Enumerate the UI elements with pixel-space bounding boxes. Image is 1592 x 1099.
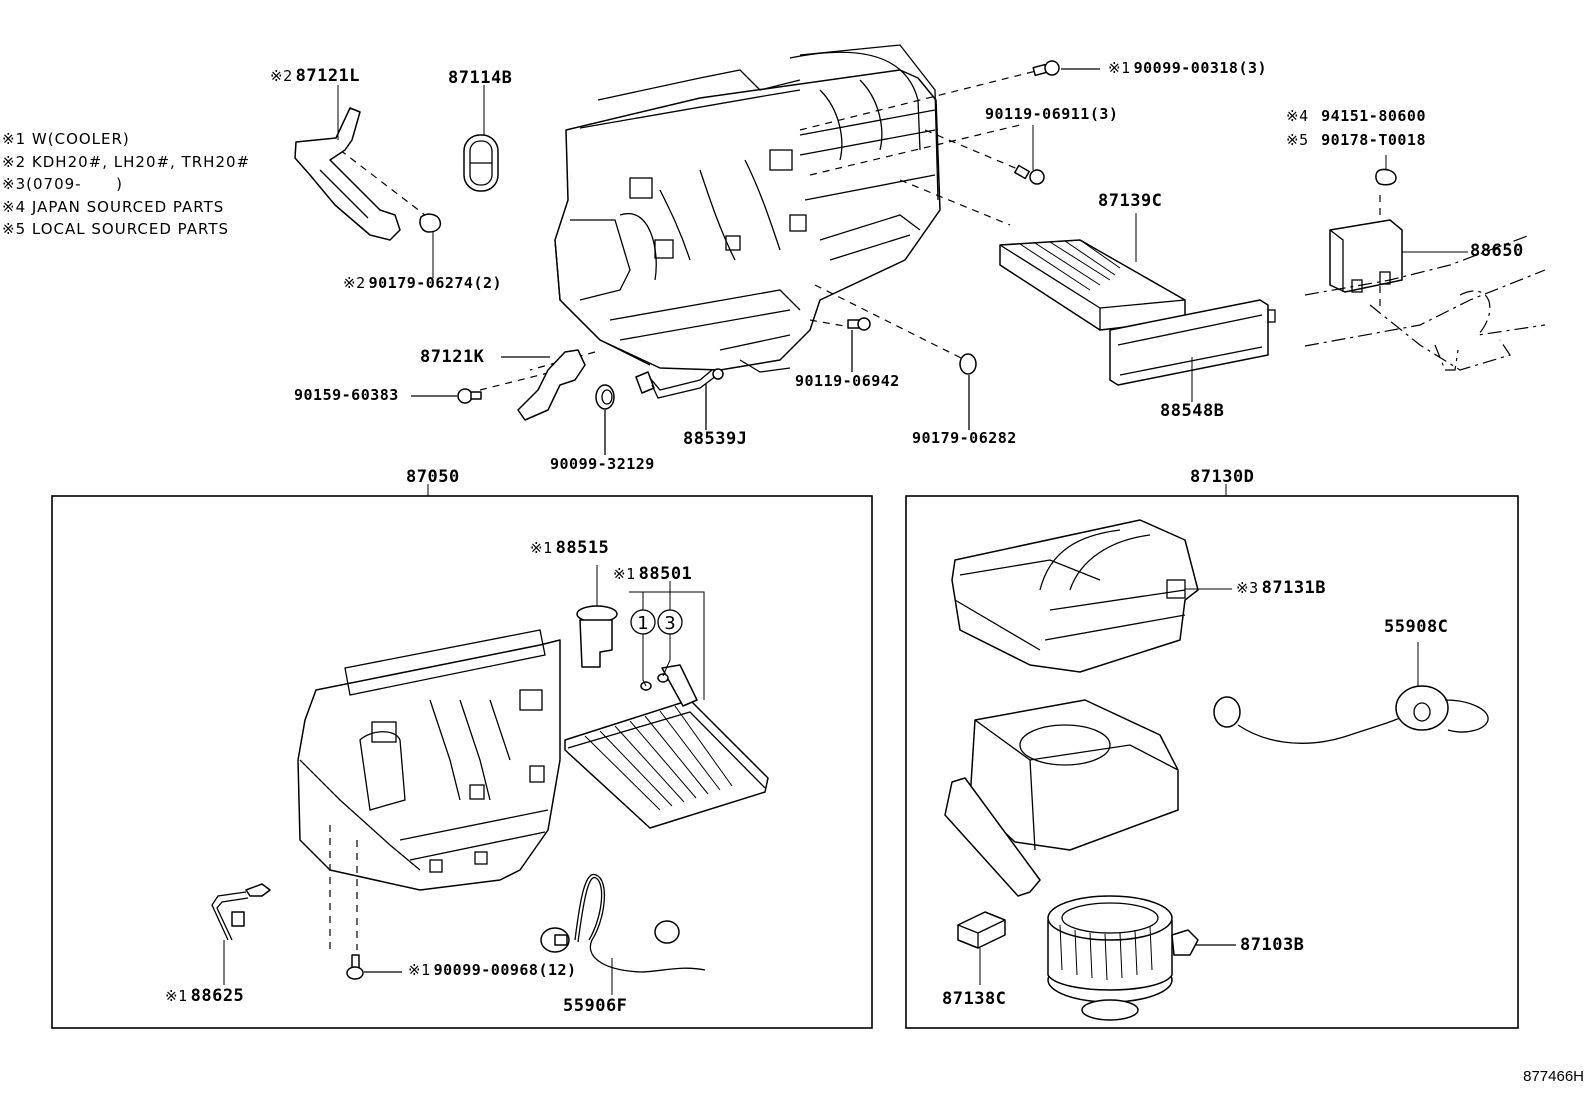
box-87130D-assembly (905, 495, 1519, 1029)
legend-item: ※4 JAPAN SOURCED PARTS (2, 197, 225, 216)
diagram-reference-code: 877466H (1523, 1068, 1584, 1085)
legend: ※1 W(COOLER) ※2 KDH20#, LH20#, TRH20# ※3… (2, 128, 250, 241)
bolt-90119-06942-drawing (847, 317, 871, 331)
dash-line (339, 149, 426, 216)
svg-text:3: 3 (664, 613, 675, 634)
dash-line (814, 284, 966, 361)
dash-line (809, 124, 1021, 176)
circled-ref-3: 3 (657, 609, 683, 635)
dash-line (529, 351, 596, 371)
dash-line (899, 179, 1011, 226)
legend-item: ※5 LOCAL SOURCED PARTS (2, 220, 230, 238)
callout-88650[interactable]: 88650 (1470, 241, 1524, 261)
screw-90099-00318-drawing (1032, 60, 1060, 77)
callout-55908C[interactable]: 55908C (1384, 617, 1449, 637)
cover-88548B-drawing (1109, 299, 1276, 386)
callout-90119-06911[interactable]: 90119-06911(3) (985, 105, 1119, 123)
filter-87139C-drawing (999, 239, 1186, 331)
box-87050-assembly (51, 495, 873, 1029)
callout-88548B[interactable]: 88548B (1160, 401, 1225, 421)
callout-87050[interactable]: 87050 (406, 467, 460, 487)
circled-ref-1: 1 (630, 609, 656, 635)
blower-case-87131B-drawing (951, 519, 1199, 673)
bracket-87121L-drawing (294, 107, 401, 241)
callout-87103B[interactable]: 87103B (1240, 935, 1305, 955)
nut-90179-06282-drawing (959, 353, 977, 375)
dash-line (809, 319, 851, 328)
hose-88539J-drawing (635, 368, 724, 399)
callout-87114B[interactable]: 87114B (448, 68, 513, 88)
callout-87139C[interactable]: 87139C (1098, 191, 1163, 211)
svg-text:1: 1 (637, 613, 648, 634)
resistor-87138C-drawing (957, 911, 1006, 949)
callout-90178-T0018[interactable]: ※5 90178-T0018 (1286, 131, 1426, 149)
callout-90099-32129[interactable]: 90099-32129 (550, 455, 655, 473)
blower-motor-87103B-drawing (1047, 895, 1199, 1021)
callout-55906F[interactable]: 55906F (563, 996, 628, 1016)
nut-90178-T0018-drawing (1375, 168, 1397, 186)
heater-unit-87050-drawing (297, 629, 561, 891)
callout-88539J[interactable]: 88539J (683, 429, 748, 449)
screw-90099-00968-drawing (346, 954, 364, 980)
legend-item: ※2 KDH20#, LH20#, TRH20# (2, 152, 251, 171)
sensor-88625-drawing (211, 883, 271, 941)
module-88650-drawing (1329, 219, 1403, 293)
grommet-87114B-drawing (463, 134, 499, 192)
callout-87138C[interactable]: 87138C (942, 989, 1007, 1009)
legend-item: ※3(0709- ) (2, 175, 124, 193)
callout-90119-06942[interactable]: 90119-06942 (795, 372, 900, 390)
callout-90179-06282[interactable]: 90179-06282 (912, 429, 1017, 447)
screw-90159-60383-drawing (457, 388, 482, 404)
callout-94151-80600[interactable]: ※4 94151-80600 (1286, 107, 1426, 125)
evaporator-88501-drawing (564, 664, 769, 829)
dash-line (799, 69, 1041, 131)
motor-harness-55908C-drawing (1213, 685, 1489, 744)
vehicle-bracket-phantom-drawing (1304, 234, 1546, 371)
expansion-valve-88515-drawing (576, 605, 618, 668)
callout-87130D[interactable]: 87130D (1190, 467, 1255, 487)
dash-line (924, 129, 1021, 171)
sensor-harness-55906F-drawing (540, 873, 706, 973)
bolt-90119-06911-drawing (1014, 164, 1045, 185)
callout-90159-60383[interactable]: 90159-60383 (294, 386, 399, 404)
legend-item: ※1 W(COOLER) (2, 130, 130, 148)
heater-ac-unit-drawing (554, 44, 941, 373)
grommet-90099-32129-drawing (595, 384, 615, 410)
leader-lines (223, 68, 1468, 995)
nut-90179-06274-drawing (419, 213, 442, 233)
blower-case-lower-drawing (944, 699, 1179, 897)
bracket-87121K-drawing (517, 349, 586, 421)
callout-87121K[interactable]: 87121K (420, 347, 485, 367)
